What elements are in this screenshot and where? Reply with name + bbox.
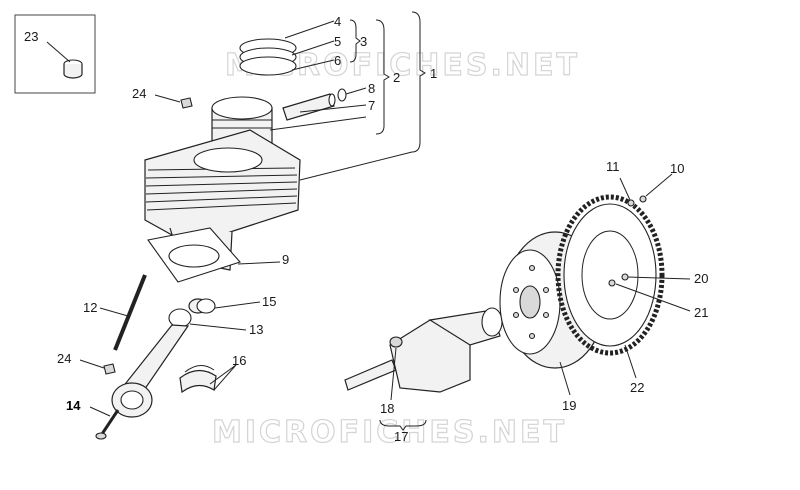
watermark-bottom: MICROFICHES.NET <box>212 415 567 450</box>
inset-box <box>14 14 96 94</box>
washer-11 <box>627 199 635 207</box>
ring-gear <box>555 194 665 356</box>
callout-4: 4 <box>334 14 341 29</box>
callout-19: 19 <box>562 398 576 413</box>
crankshaft <box>344 307 503 393</box>
connecting-rod <box>111 308 192 418</box>
leader-lines <box>79 11 691 431</box>
callout-7: 7 <box>368 98 375 113</box>
bolt-20 <box>621 273 629 281</box>
part-23-cap <box>63 59 83 79</box>
nut-top <box>180 97 193 109</box>
callout-9: 9 <box>282 252 289 267</box>
callout-22: 22 <box>630 380 644 395</box>
callout-12: 12 <box>83 300 97 315</box>
callout-14: 14 <box>66 398 81 413</box>
piston-pin <box>282 93 336 121</box>
callout-8: 8 <box>368 81 375 96</box>
callout-24-top: 24 <box>132 86 146 101</box>
callout-20: 20 <box>694 271 708 286</box>
cylinder-stud <box>113 274 147 351</box>
callout-10: 10 <box>670 161 684 176</box>
callout-2: 2 <box>393 70 400 85</box>
callout-1: 1 <box>430 66 437 81</box>
callout-21: 21 <box>694 305 708 320</box>
piston-rings <box>239 38 297 76</box>
callout-23: 23 <box>24 29 38 44</box>
base-gasket <box>147 227 241 283</box>
callout-5: 5 <box>334 34 341 49</box>
pin-clip <box>337 88 347 102</box>
bearing-shells <box>179 365 217 394</box>
callout-17: 17 <box>394 429 408 444</box>
callout-24-bottom: 24 <box>57 351 71 366</box>
leader-23 <box>46 41 71 63</box>
callout-13: 13 <box>249 322 263 337</box>
callout-16: 16 <box>232 353 246 368</box>
rod-bolt <box>95 409 120 440</box>
nut-bottom <box>103 363 116 375</box>
small-end-bushing <box>188 298 216 314</box>
callout-18: 18 <box>380 401 394 416</box>
callout-3: 3 <box>360 34 367 49</box>
callout-11: 11 <box>606 159 620 174</box>
screw-10 <box>639 195 647 203</box>
callout-6: 6 <box>334 53 341 68</box>
bolt-21 <box>608 279 616 287</box>
callout-15: 15 <box>262 294 276 309</box>
